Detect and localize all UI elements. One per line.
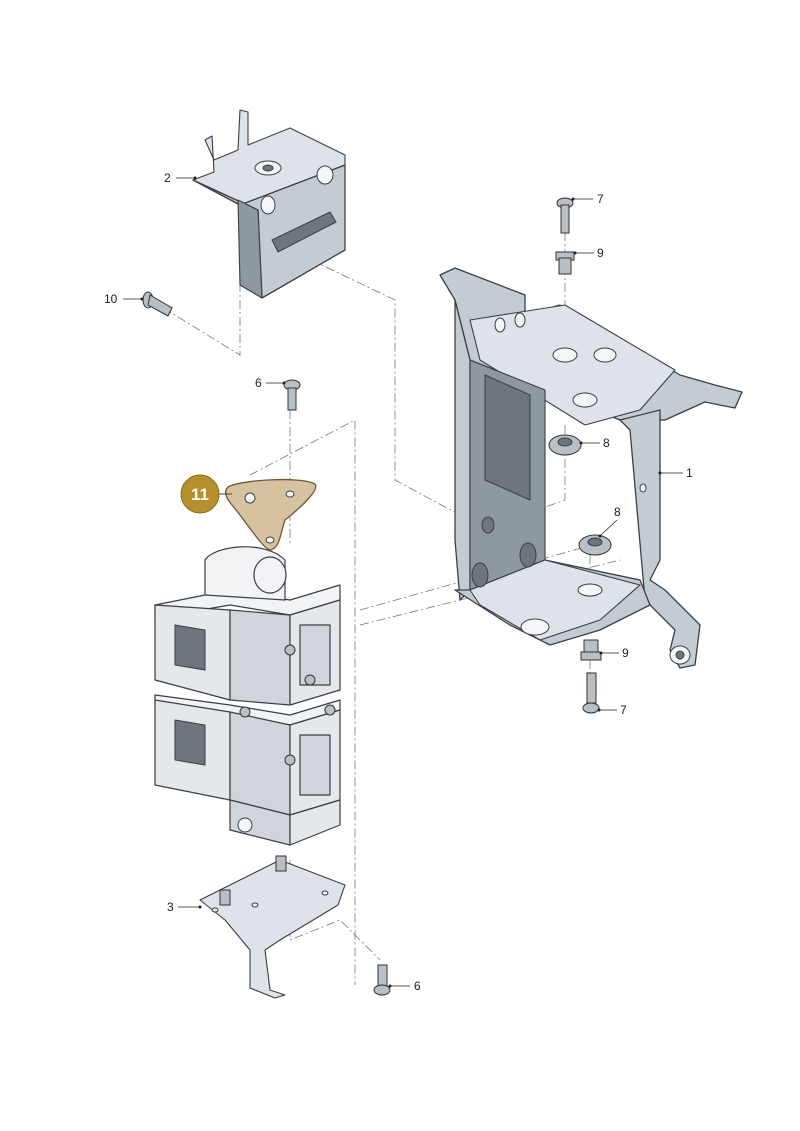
label-2: 2 [164,171,171,185]
screw-part-7-top [556,197,574,234]
callout-8-upper: 8 [579,436,610,450]
screw-part-6-bottom [373,964,391,996]
callout-7-top: 7 [571,192,604,206]
screw-part-7-bottom [582,672,600,714]
callout-9-top: 9 [573,246,604,260]
label-1: 1 [686,466,693,480]
callout-7-bottom: 7 [597,703,627,717]
grommet-part-8-upper [548,434,582,456]
grommet-part-8-lower [578,534,612,556]
screw-part-6-top [283,379,301,411]
gasket-part-highlighted [225,478,317,551]
label-6-bottom: 6 [414,979,421,993]
callout-11-badge: 11 [180,474,232,514]
label-9-top: 9 [597,246,604,260]
callout-8-lower: 8 [598,505,621,538]
screw-part-10 [142,291,173,317]
label-9-bottom: 9 [622,646,629,660]
label-7-top: 7 [597,192,604,206]
upper-bracket-part [192,109,346,299]
callout-2: 2 [164,171,197,185]
label-7-bottom: 7 [620,703,627,717]
label-10: 10 [104,292,118,306]
label-11: 11 [191,485,209,504]
valve-control-unit [154,546,341,846]
callout-6-top: 6 [255,376,286,390]
callout-10: 10 [104,292,144,306]
label-6-top: 6 [255,376,262,390]
callout-1: 1 [658,466,693,480]
label-8-upper: 8 [603,436,610,450]
callout-6-bottom: 6 [388,979,421,993]
bushing-part-9-bottom [580,639,602,661]
lower-mounting-plate-part [199,855,346,999]
bushing-part-9-top [555,251,575,275]
callout-3: 3 [167,900,202,914]
label-8-lower: 8 [614,505,621,519]
badge-11-circle [180,474,220,514]
main-carrier-bracket-part [439,267,743,669]
label-3: 3 [167,900,174,914]
callout-9-bottom: 9 [599,646,629,660]
